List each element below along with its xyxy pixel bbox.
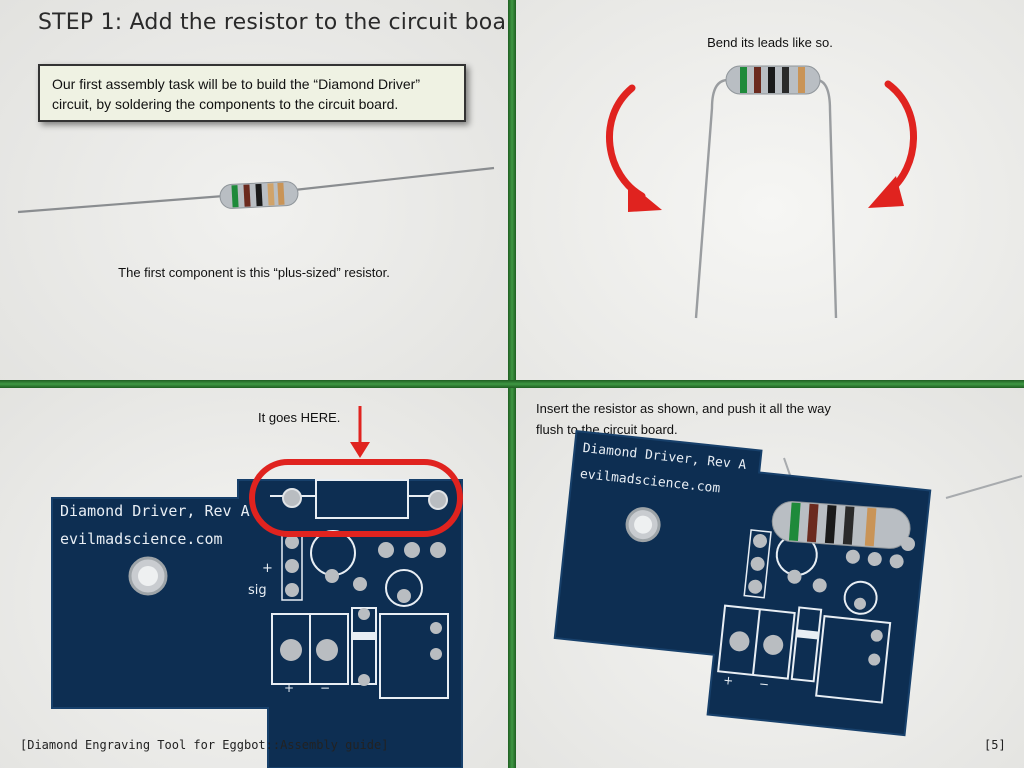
panel-resistor-inserted: Insert the resistor as shown, and push i… [516, 388, 1024, 768]
board-sig-label: sig [248, 583, 267, 598]
board-plus-label: + [723, 673, 734, 688]
pcb-board [51, 479, 463, 768]
step-title: STEP 1: Add the resistor to the circuit … [38, 10, 508, 35]
down-arrow-icon [350, 406, 370, 458]
panel2-caption: Bend its leads like so. [707, 35, 833, 50]
curved-arrow-icon [606, 84, 662, 212]
guide-footer: [Diamond Engraving Tool for Eggbot::Asse… [20, 738, 389, 752]
page-number: [5] [984, 738, 1006, 752]
panel-bent-resistor: Bend its leads like so. [516, 0, 1024, 380]
resistor-body [725, 65, 821, 95]
curved-arrow-icon [868, 80, 917, 208]
panel-board-location: It goes HERE. [0, 388, 508, 768]
panel3-caption: It goes HERE. [258, 410, 341, 425]
board-plus-label: + [262, 561, 273, 576]
highlight-ellipse-icon [249, 459, 463, 537]
straight-resistor-photo [17, 166, 495, 214]
panel1-caption: The first component is this “plus-sized”… [118, 265, 390, 280]
resistor-body [771, 501, 911, 549]
panel4-caption: Insert the resistor as shown, and push i… [536, 401, 831, 437]
board-minus-label: − [320, 681, 330, 695]
board-url: evilmadscience.com [60, 530, 223, 548]
board-plus-label: + [284, 681, 294, 695]
intro-text: Our first assembly task will be to build… [52, 76, 421, 112]
bent-resistor-photo [606, 65, 917, 319]
board-title: Diamond Driver, Rev A [60, 502, 250, 520]
pcb-photo: Diamond Driver, Rev A evilmadscience.com… [51, 406, 463, 768]
board-minus-label: − [758, 677, 769, 692]
resistor-body [219, 181, 299, 209]
pcb-with-resistor-photo: Diamond Driver, Rev A evilmadscience.com… [553, 430, 1023, 737]
horizontal-divider [0, 380, 1024, 388]
panel-straight-resistor: STEP 1: Add the resistor to the circuit … [0, 0, 508, 380]
intro-callout-box: Our first assembly task will be to build… [38, 64, 466, 122]
